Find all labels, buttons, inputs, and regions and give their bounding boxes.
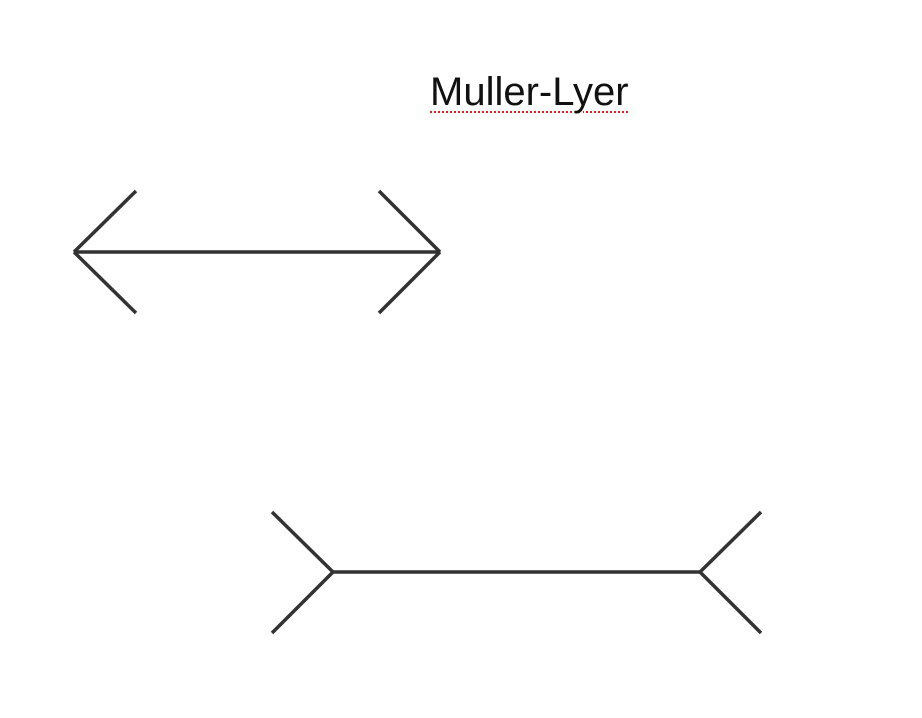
outward-arrow-right-upper-fin <box>377 189 442 254</box>
inward-arrow-right-upper-fin <box>698 510 763 574</box>
inward-arrow-left-upper-fin <box>270 510 335 574</box>
outward-arrow-left-lower-fin <box>72 250 138 315</box>
outward-arrow-right-lower-fin <box>377 250 442 315</box>
inward-arrow-left-lower-fin <box>270 570 335 635</box>
diagram-title: Muller-Lyer <box>430 70 629 114</box>
inward-arrow-figure <box>270 510 763 635</box>
outward-arrow-left-upper-fin <box>72 189 138 254</box>
inward-arrow-right-lower-fin <box>698 570 763 635</box>
outward-arrow-figure <box>72 189 442 315</box>
